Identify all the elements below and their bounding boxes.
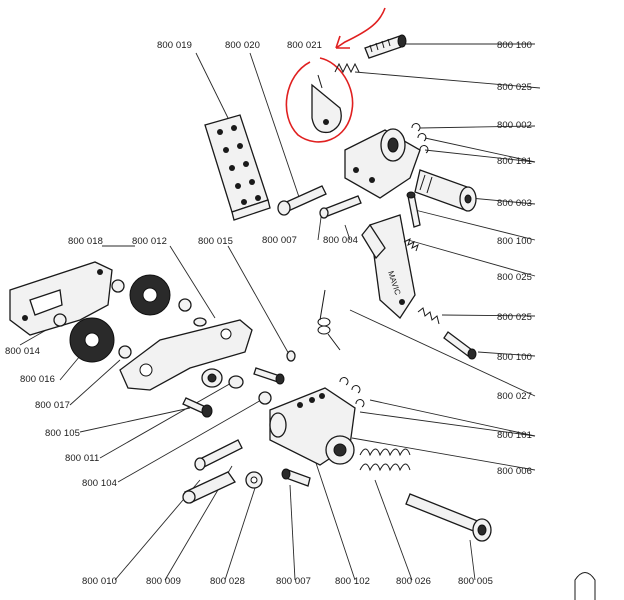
label-800019: 800 019 — [157, 40, 193, 51]
label-800007-bot: 800 007 — [276, 576, 312, 587]
label-800009: 800 009 — [146, 576, 182, 587]
label-800010: 800 010 — [82, 576, 118, 587]
bolt-800105 — [182, 397, 213, 418]
label-800100-mid: 800 100 — [497, 236, 533, 247]
label-800105: 800 105 — [45, 428, 81, 439]
label-800016: 800 016 — [20, 374, 56, 385]
bolt-800015 — [253, 350, 296, 385]
label-800100-top: 800 100 — [497, 40, 533, 51]
label-800100-low: 800 100 — [497, 352, 533, 363]
label-800015: 800 015 — [198, 236, 234, 247]
cage-plate-800012 — [119, 317, 253, 391]
label-800014: 800 014 — [5, 346, 41, 357]
label-800025-low: 800 025 — [497, 312, 533, 323]
cage-plate-800018 — [9, 261, 113, 336]
label-800003: 800 003 — [497, 198, 533, 209]
leader-lines — [19, 43, 541, 581]
label-800102: 800 102 — [335, 576, 371, 587]
label-800025-top: 800 025 — [497, 82, 533, 93]
spring-800025-top — [334, 62, 360, 74]
label-800021: 800 021 — [287, 40, 323, 51]
bushing-800011 — [201, 368, 244, 389]
spring-800026 — [359, 448, 411, 472]
label-800026: 800 026 — [396, 576, 432, 587]
label-800101-low: 800 101 — [497, 430, 533, 441]
screw-800100-top — [364, 34, 407, 59]
spring-800025-low — [417, 307, 440, 325]
pin-800007-mid — [319, 195, 362, 219]
bolt-800005 — [405, 493, 492, 542]
label-800028: 800 028 — [210, 576, 246, 587]
spring-800025-mid — [403, 238, 419, 252]
pulley-upper — [111, 274, 192, 316]
label-800020: 800 020 — [225, 40, 261, 51]
screw-800007-bot — [281, 468, 311, 487]
clips-800101-top — [411, 123, 429, 154]
clip-800021 — [311, 74, 342, 134]
label-800011: 800 011 — [65, 453, 100, 464]
body-800002 — [344, 128, 421, 199]
hook-corner — [574, 572, 596, 600]
washer-800028 — [245, 471, 263, 489]
clips-800101-low — [339, 377, 365, 408]
body-800006 — [269, 387, 356, 466]
label-800002: 800 002 — [497, 120, 533, 131]
label-800005: 800 005 — [458, 576, 494, 587]
label-800025-mid: 800 025 — [497, 272, 533, 283]
arm-800004: MAVIC — [361, 214, 416, 319]
label-800006: 800 006 — [497, 466, 533, 477]
screw-800100-mid — [406, 191, 421, 228]
label-800004: 800 004 — [323, 235, 359, 246]
barrel-800003 — [414, 169, 477, 212]
label-800017: 800 017 — [35, 400, 71, 411]
washer-800104 — [258, 391, 272, 405]
screw-800100-low — [443, 331, 477, 360]
label-800104: 800 104 — [82, 478, 118, 489]
label-800018: 800 018 — [68, 236, 104, 247]
label-800012: 800 012 — [132, 236, 168, 247]
link-800009 — [182, 471, 236, 504]
pin-800010 — [194, 439, 243, 471]
spring-800027 — [317, 289, 341, 351]
plate-800019 — [204, 114, 271, 221]
pulley-lower — [53, 313, 132, 363]
label-800007-mid: 800 007 — [262, 235, 298, 246]
pin-800020 — [277, 185, 327, 216]
red-circle-annotation — [285, 7, 386, 143]
label-800101-top: 800 101 — [497, 156, 533, 167]
label-800027: 800 027 — [497, 391, 533, 402]
